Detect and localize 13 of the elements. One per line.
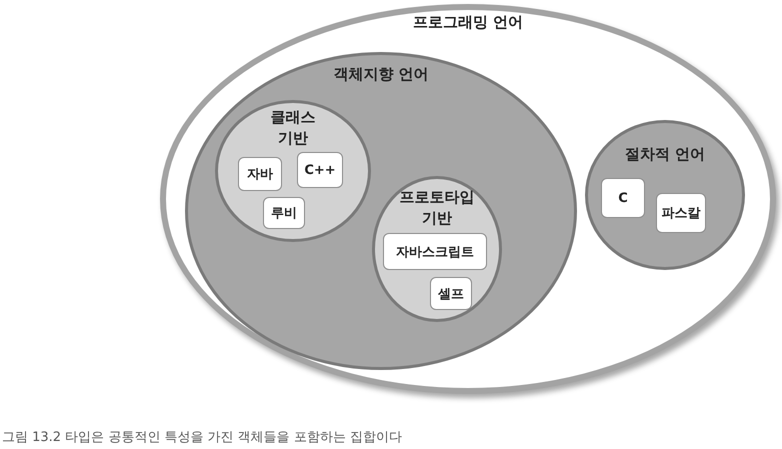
language-box: C++ [297,152,343,188]
language-box: 파스칼 [656,193,706,233]
set-title: 클래스 기반 [270,107,316,149]
language-box: C [601,178,645,218]
language-box: 자바 [238,157,282,191]
set-title: 절차적 언어 [624,144,706,165]
language-box: 루비 [263,197,305,229]
set-title: 객체지향 언어 [332,64,430,85]
language-box: 자바스크립트 [383,233,487,270]
set-title: 프로토타입 기반 [398,187,476,229]
caption: 그림 13.2 타입은 공통적인 특성을 가진 객체들을 포함하는 집합이다 [2,429,402,446]
set-title: 프로그래밍 언어 [412,12,524,33]
language-box: 셀프 [430,277,472,310]
